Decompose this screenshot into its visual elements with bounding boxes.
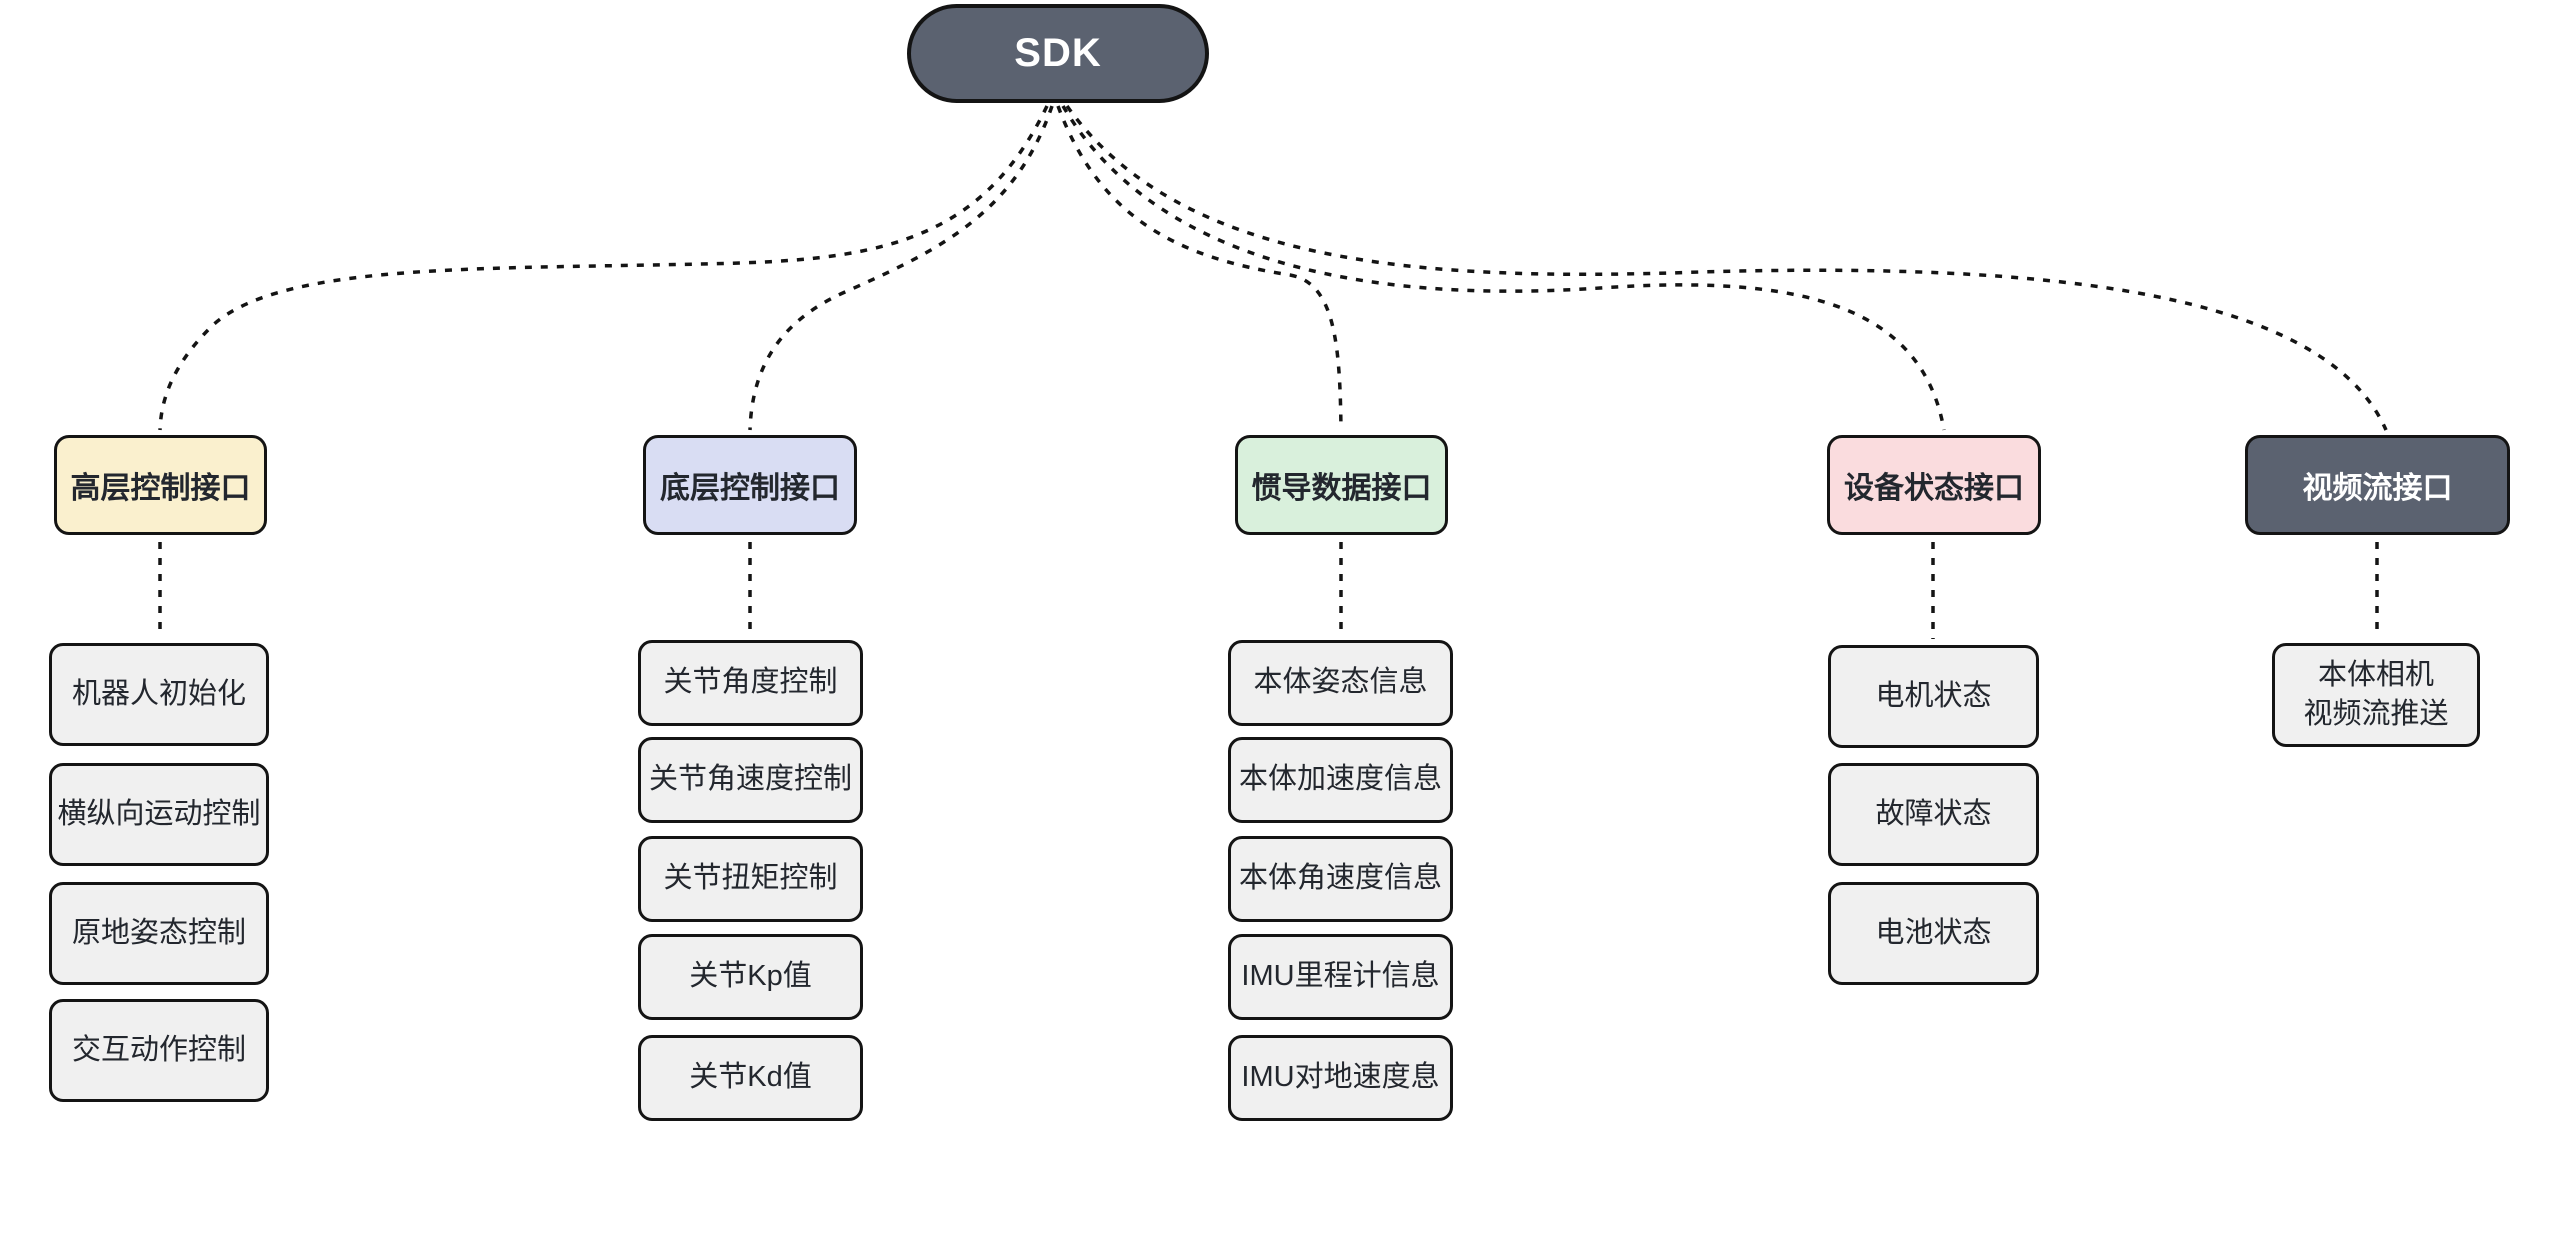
child-node-body-acceleration-info: 本体加速度信息 — [1228, 737, 1453, 823]
connector-sdk-to-branch5 — [1065, 104, 2388, 431]
child-node-interactive-action: 交互动作控制 — [49, 999, 269, 1102]
child-node-fault-status: 故障状态 — [1828, 763, 2039, 866]
child-node-joint-kp: 关节Kp值 — [638, 934, 863, 1020]
connector-sdk-to-branch3 — [1056, 105, 1343, 431]
child-node-in-place-posture: 原地姿态控制 — [49, 882, 269, 985]
branch-header-high-level-control: 高层控制接口 — [54, 435, 267, 535]
child-node-joint-angle: 关节角度控制 — [638, 640, 863, 726]
child-node-body-angular-velocity-info: 本体角速度信息 — [1228, 836, 1453, 922]
branch-header-device-status: 设备状态接口 — [1827, 435, 2041, 535]
branch-header-imu-data: 惯导数据接口 — [1235, 435, 1448, 535]
child-node-imu-ground-speed: IMU对地速度息 — [1228, 1035, 1453, 1121]
child-node-camera-video-push: 本体相机 视频流推送 — [2272, 643, 2480, 747]
child-node-joint-kd: 关节Kd值 — [638, 1035, 863, 1121]
branch-header-low-level-control: 底层控制接口 — [643, 435, 857, 535]
child-node-joint-angular-velocity: 关节角速度控制 — [638, 737, 863, 823]
child-node-imu-odometry-info: IMU里程计信息 — [1228, 934, 1453, 1020]
connector-sdk-to-branch1 — [158, 105, 1049, 431]
child-node-joint-torque: 关节扭矩控制 — [638, 836, 863, 922]
connector-sdk-to-branch2 — [748, 105, 1054, 431]
branch-header-video-stream: 视频流接口 — [2245, 435, 2510, 535]
child-node-lateral-longitudinal-motion: 横纵向运动控制 — [49, 763, 269, 866]
child-node-robot-init: 机器人初始化 — [49, 643, 269, 746]
child-node-body-posture-info: 本体姿态信息 — [1228, 640, 1453, 726]
child-node-battery-status: 电池状态 — [1828, 882, 2039, 985]
node-sdk-root: SDK — [907, 4, 1209, 103]
child-node-motor-status: 电机状态 — [1828, 645, 2039, 748]
connector-sdk-to-branch4 — [1061, 105, 1946, 431]
